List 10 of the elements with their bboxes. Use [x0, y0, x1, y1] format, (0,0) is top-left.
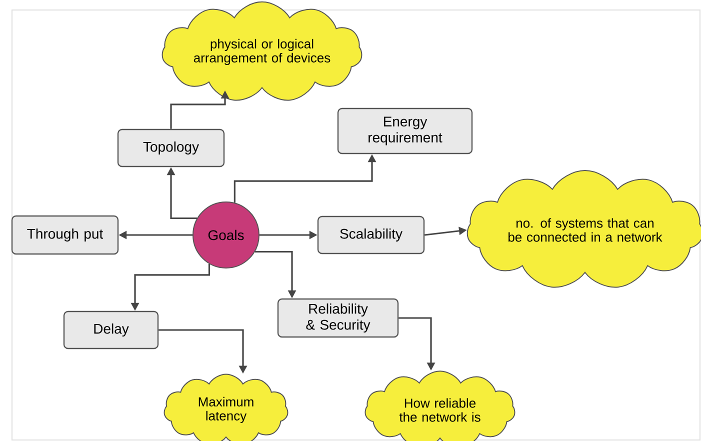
topic-box: Scalability — [317, 216, 425, 254]
topic-box: Reliability & Security — [277, 298, 399, 338]
note-cloud: How reliable the network is — [364, 370, 516, 441]
topic-box: Delay — [63, 310, 159, 350]
topic-box: Energy requirement — [337, 108, 473, 154]
topic-box: Topology — [117, 128, 225, 168]
note-cloud: no. of systems that can be connected in a network — [466, 170, 701, 288]
note-cloud: physical or logical arrangement of devices — [162, 1, 362, 101]
topic-box: Through put — [11, 215, 119, 255]
note-cloud: Maximum latency — [164, 374, 288, 441]
